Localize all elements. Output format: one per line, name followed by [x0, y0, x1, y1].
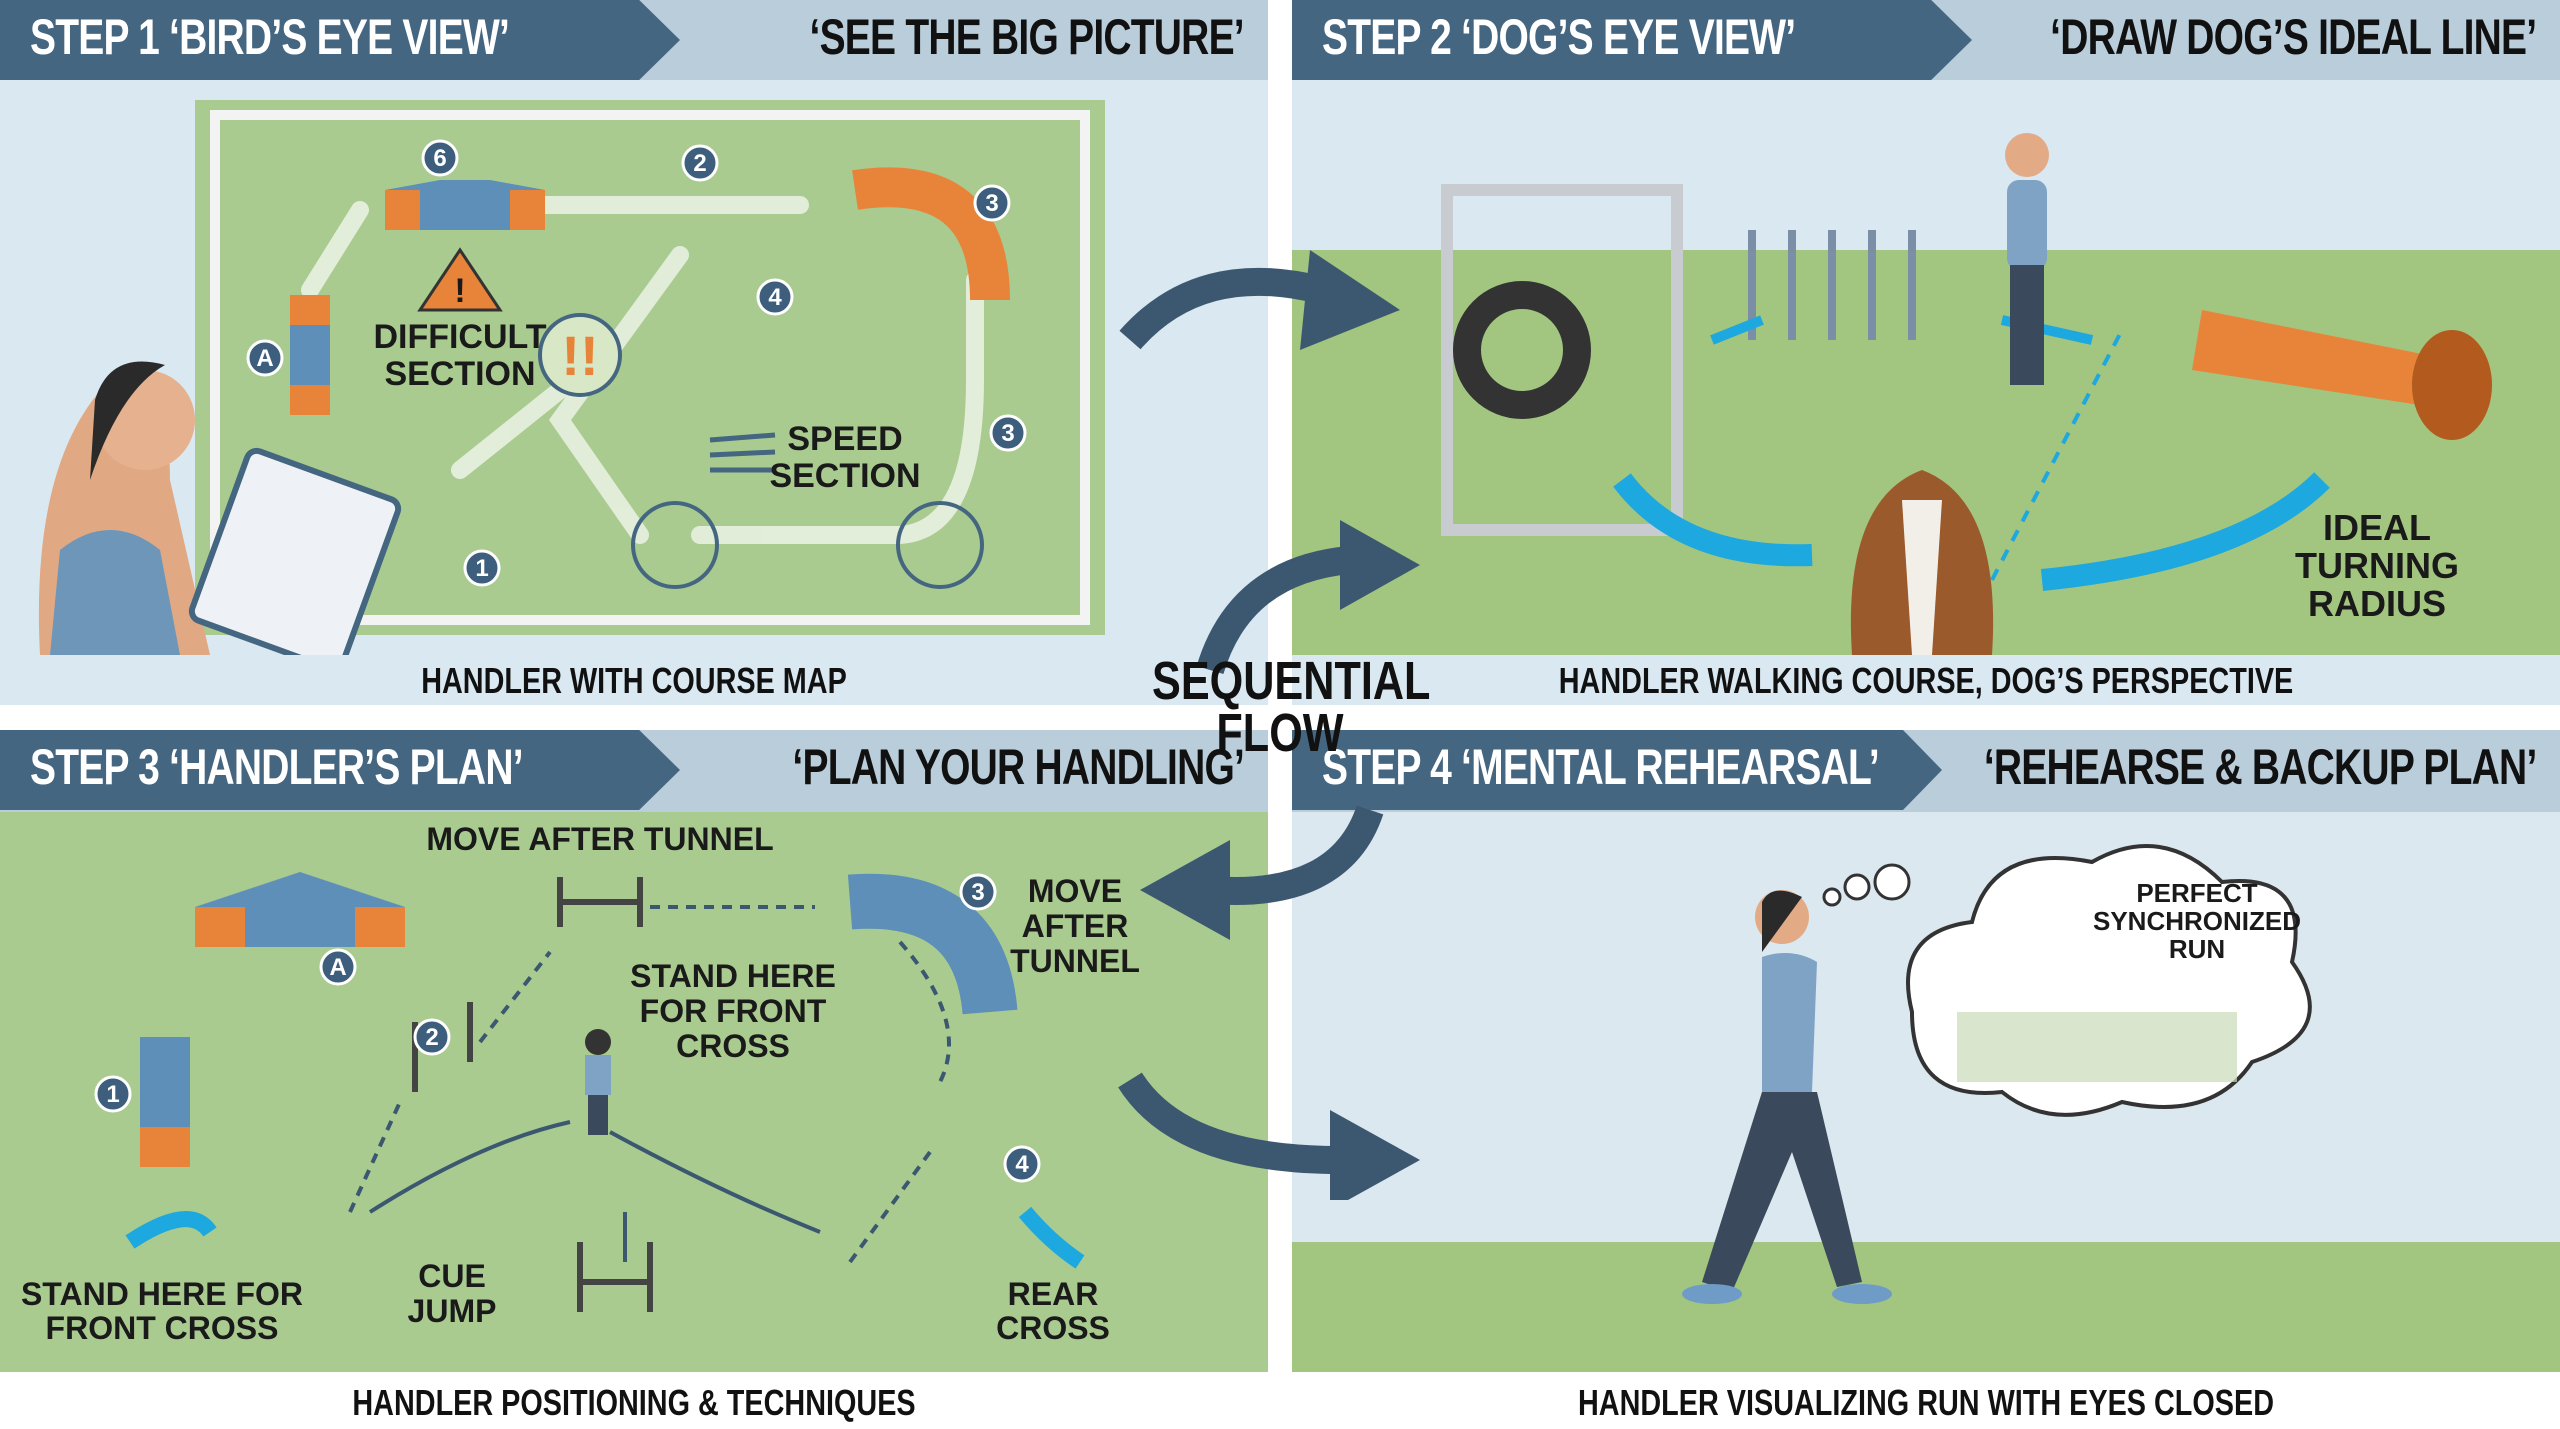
- panel-step-2: STEP 2 ‘DOG’S EYE VIEW’ ‘DRAW DOG’S IDEA…: [1292, 0, 2560, 705]
- panel-header: STEP 4 ‘MENTAL REHEARSAL’ ‘REHEARSE & BA…: [1292, 730, 2560, 812]
- tunnel-icon: [852, 167, 1010, 301]
- svg-text:2: 2: [425, 1024, 438, 1051]
- course-map-illustration: ! !! DIFFICULT SECTION SPEED SECTION 6 2…: [38, 100, 1105, 655]
- a-frame-icon: [385, 180, 545, 230]
- panel-caption: HANDLER WITH COURSE MAP: [421, 660, 847, 701]
- stand-front-label-1: STAND HERE: [630, 958, 836, 994]
- svg-text:3: 3: [985, 190, 998, 217]
- handler-with-clipboard: [38, 361, 402, 655]
- svg-text:6: 6: [433, 145, 446, 172]
- arrow-step1-to-step2: [1119, 267, 1324, 350]
- panel-step-3: STEP 3 ‘HANDLER’S PLAN’ ‘PLAN YOUR HANDL…: [0, 730, 1268, 1429]
- dog-perspective-illustration: IDEAL TURNING RADIUS: [1292, 133, 2560, 655]
- move-after-tunnel-label: MOVE AFTER TUNNEL: [426, 821, 773, 857]
- svg-text:!!: !!: [561, 324, 598, 387]
- stand-front-label-2: FOR FRONT: [640, 993, 827, 1029]
- radius-label-3: RADIUS: [2308, 583, 2446, 624]
- svg-text:A: A: [256, 345, 273, 372]
- stand-front-label-3: CROSS: [676, 1028, 790, 1064]
- panel-header: STEP 3 ‘HANDLER’S PLAN’ ‘PLAN YOUR HANDL…: [0, 730, 1268, 812]
- difficult-label-2: SECTION: [384, 355, 535, 393]
- svg-text:!: !: [454, 272, 465, 310]
- panel-header: STEP 1 ‘BIRD’S EYE VIEW’ ‘SEE THE BIG PI…: [0, 0, 1268, 80]
- speed-label-2: SECTION: [769, 457, 920, 495]
- mental-rehearsal-illustration: PERFECT SYNCHRONIZED RUN: [1292, 812, 2560, 1372]
- svg-text:1: 1: [475, 555, 488, 582]
- sequential-flow-label: SEQUENTIAL FLOW: [1152, 651, 1431, 763]
- panel-header: STEP 2 ‘DOG’S EYE VIEW’ ‘DRAW DOG’S IDEA…: [1292, 0, 2560, 80]
- step-title: STEP 3 ‘HANDLER’S PLAN’: [30, 739, 524, 795]
- handling-plan-illustration: MOVE AFTER TUNNEL MOVE AFTER TUNNEL STAN…: [0, 812, 1268, 1372]
- tunnel-icon: [847, 873, 1018, 1016]
- thought-bubble: [1822, 844, 2312, 1117]
- step-subtitle: ‘DRAW DOG’S IDEAL LINE’: [2049, 9, 2537, 65]
- stand-left-label-2: FRONT CROSS: [46, 1310, 279, 1346]
- center-line-2: FLOW: [1216, 703, 1344, 763]
- svg-text:1: 1: [106, 1081, 119, 1108]
- radius-label-2: TURNING: [2295, 545, 2459, 586]
- rear-label-1: REAR: [1008, 1276, 1099, 1312]
- move-label-2: AFTER: [1022, 908, 1129, 944]
- svg-text:A: A: [329, 954, 346, 981]
- handler-figure: [2005, 133, 2049, 385]
- svg-text:2: 2: [693, 150, 706, 177]
- a-frame-icon: [195, 872, 405, 947]
- rear-label-2: CROSS: [996, 1310, 1110, 1346]
- difficult-label: DIFFICULT: [373, 318, 546, 356]
- stand-left-label-1: STAND HERE FOR: [21, 1276, 303, 1312]
- speed-label: SPEED: [787, 420, 902, 458]
- panel-caption: HANDLER POSITIONING & TECHNIQUES: [352, 1382, 916, 1423]
- step-subtitle: ‘REHEARSE & BACKUP PLAN’: [1983, 739, 2536, 795]
- arrow-step3-to-step4: [1118, 1072, 1341, 1174]
- center-line-1: SEQUENTIAL: [1152, 651, 1431, 711]
- number-marker: 6 2 3 4 A 3 1: [246, 139, 1027, 587]
- panel-caption: HANDLER WALKING COURSE, DOG’S PERSPECTIV…: [1558, 660, 2294, 701]
- tire-jump-icon: [1441, 184, 1683, 536]
- thought-label-1: PERFECT: [2136, 878, 2257, 908]
- move-label-1: MOVE: [1028, 873, 1122, 909]
- svg-text:3: 3: [971, 879, 984, 906]
- panel-step-1: STEP 1 ‘BIRD’S EYE VIEW’ ‘SEE THE BIG PI…: [0, 0, 1268, 705]
- step-title: STEP 2 ‘DOG’S EYE VIEW’: [1322, 9, 1796, 65]
- cue-label-1: CUE: [418, 1258, 486, 1294]
- thought-label-3: RUN: [2169, 934, 2225, 964]
- svg-text:4: 4: [768, 284, 782, 311]
- panel-caption: HANDLER VISUALIZING RUN WITH EYES CLOSED: [1577, 1382, 2275, 1423]
- tunnel-icon: [2192, 310, 2492, 440]
- flow-arrows: [1118, 250, 1420, 1200]
- step-subtitle: ‘PLAN YOUR HANDLING’: [792, 739, 1244, 795]
- radius-label: IDEAL: [2323, 507, 2431, 548]
- step-subtitle: ‘SEE THE BIG PICTURE’: [809, 9, 1245, 65]
- arrow-step2-to-step3: [1208, 805, 1384, 905]
- warning-icon: !: [417, 247, 503, 312]
- arrow-to-step2-lower: [1196, 546, 1352, 675]
- cue-label-2: JUMP: [408, 1293, 497, 1329]
- step-title: STEP 4 ‘MENTAL REHEARSAL’: [1322, 739, 1880, 795]
- handler-figure: [585, 1029, 611, 1135]
- panel-step-4: STEP 4 ‘MENTAL REHEARSAL’ ‘REHEARSE & BA…: [1292, 730, 2560, 1429]
- thought-label-2: SYNCHRONIZED: [2093, 906, 2301, 936]
- move-label-3: TUNNEL: [1010, 943, 1140, 979]
- number-marker: A 3 2 1 4: [94, 873, 1041, 1183]
- handler-figure: [1682, 890, 1892, 1304]
- svg-text:4: 4: [1015, 1151, 1029, 1178]
- svg-text:3: 3: [1001, 420, 1014, 447]
- step-title: STEP 1 ‘BIRD’S EYE VIEW’: [30, 9, 510, 65]
- dog-figure: [1850, 470, 1994, 655]
